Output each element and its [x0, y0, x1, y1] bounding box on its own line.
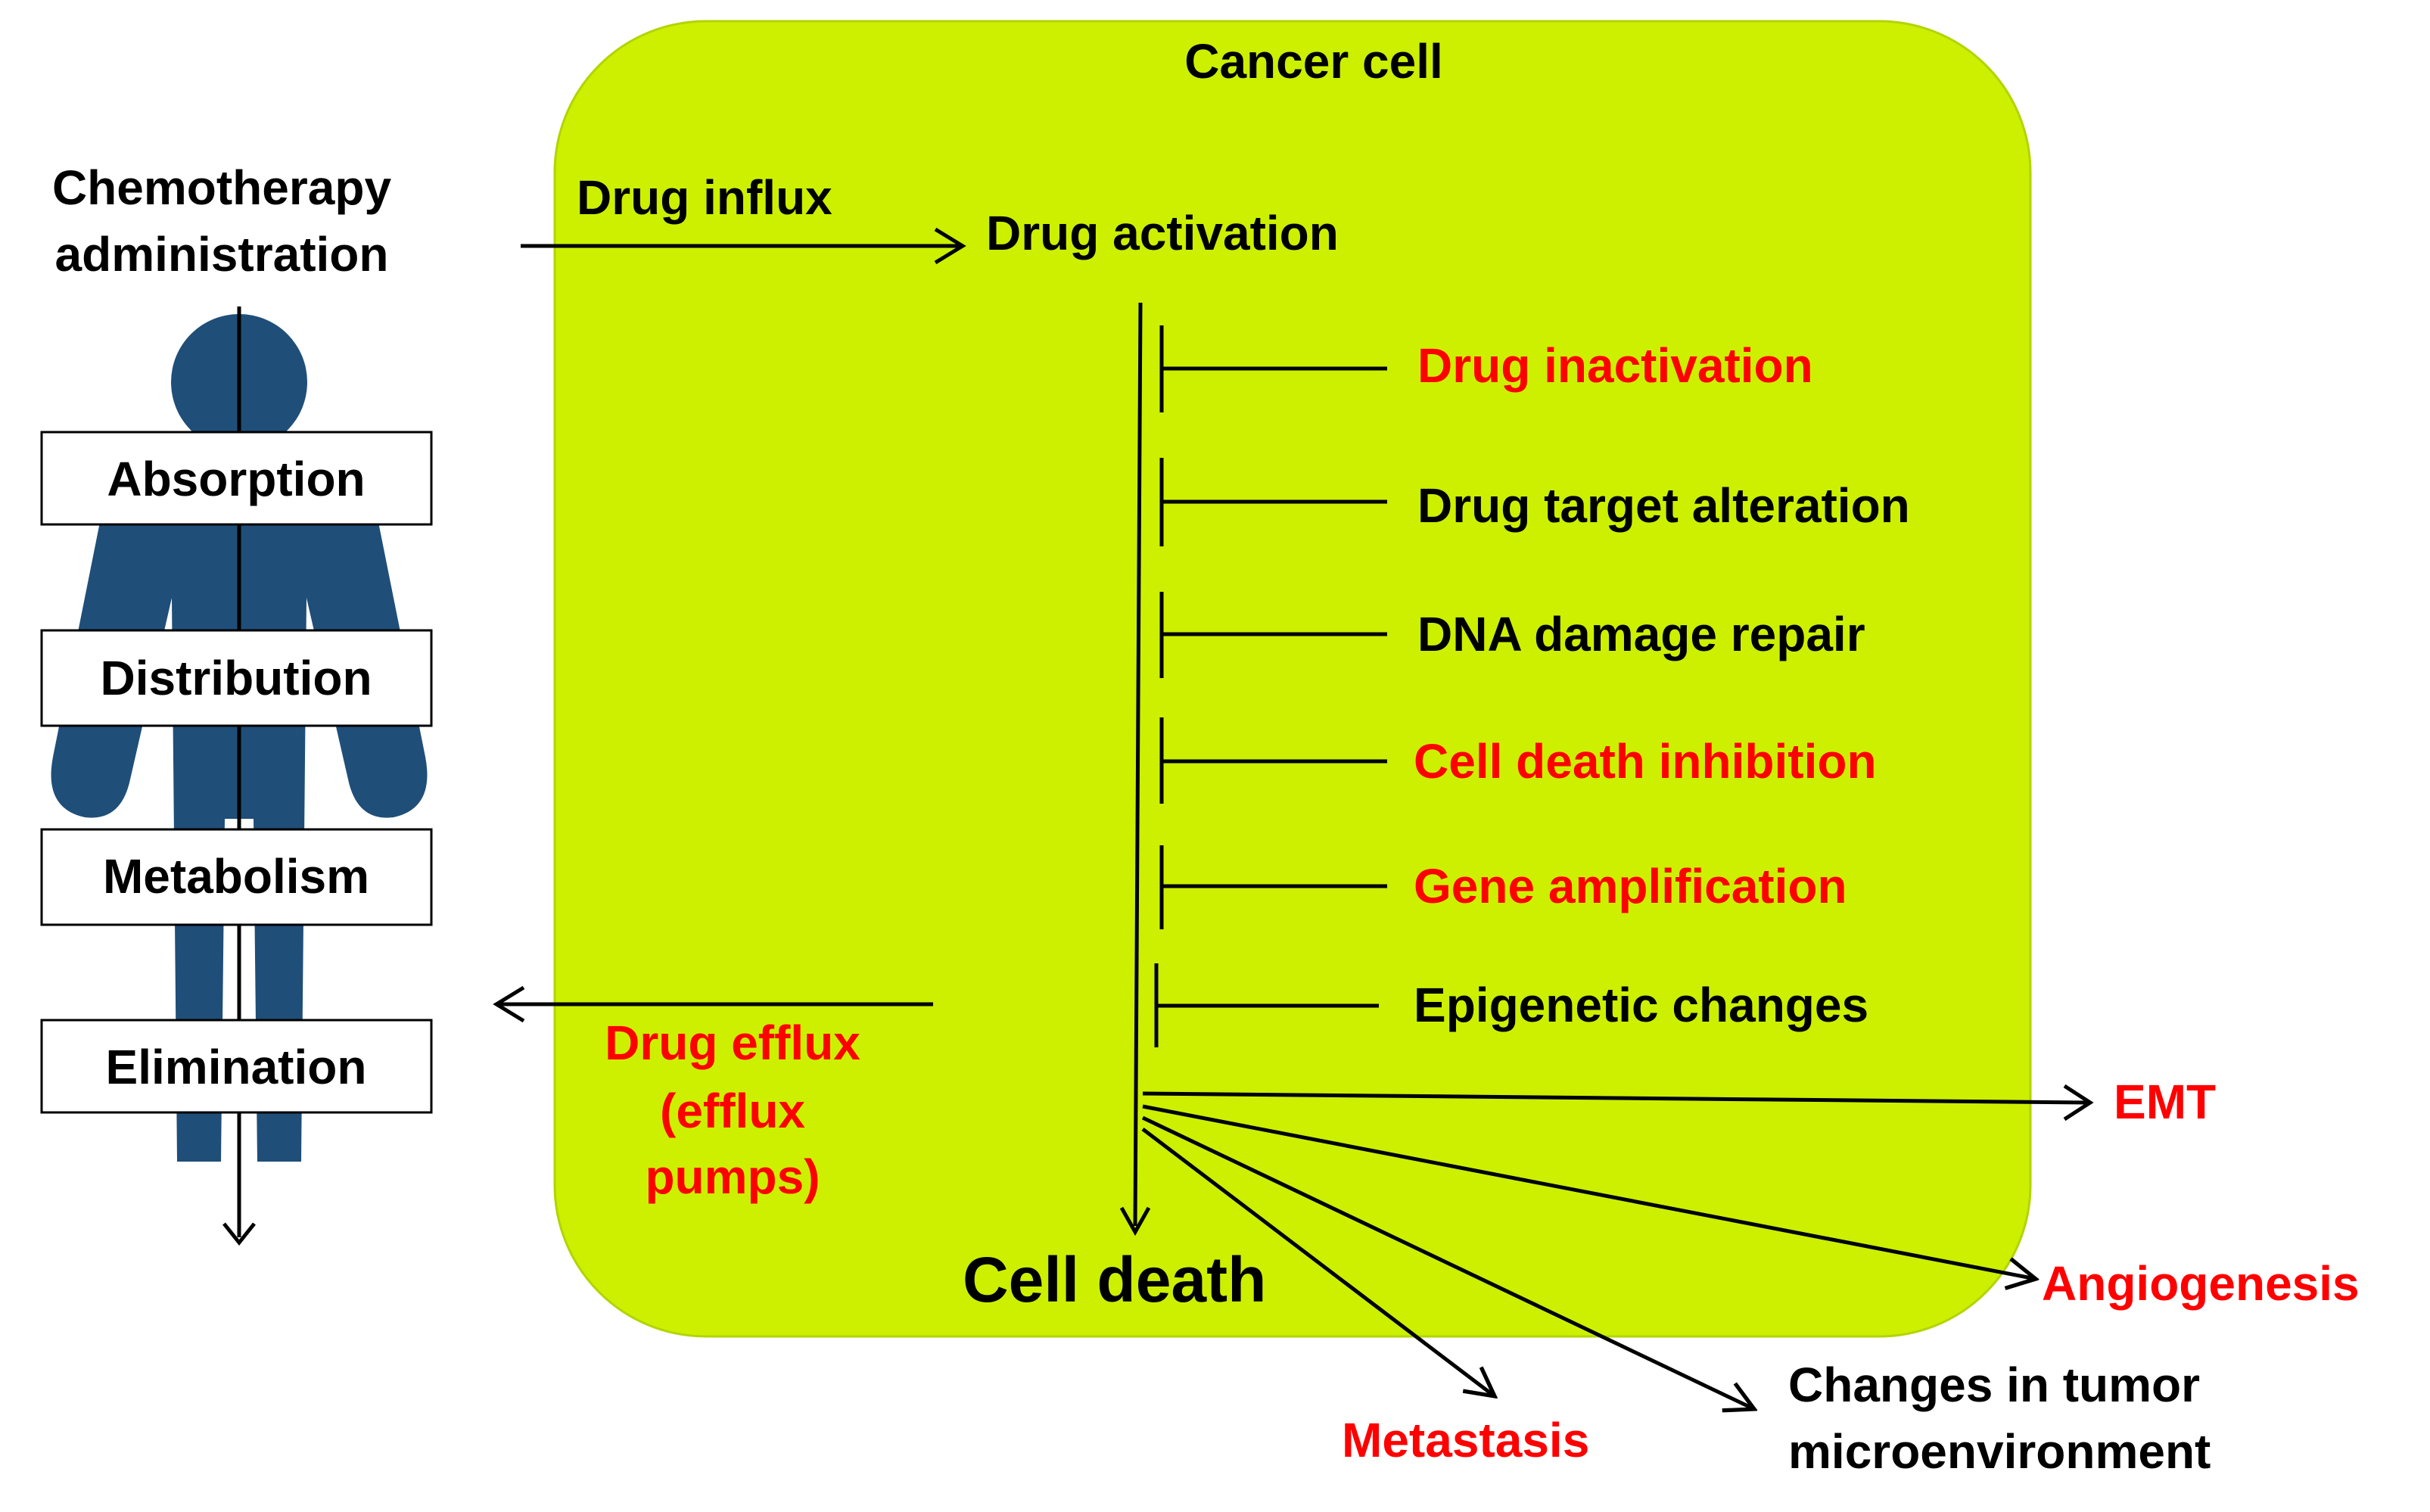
cancer-cell-title: Cancer cell — [1184, 34, 1443, 89]
mechanism-gene-amplification: Gene amplification — [1414, 859, 1847, 913]
inhibition-epigenetic-changes — [1154, 963, 1379, 1047]
cell-death-arrowhead — [1119, 1206, 1151, 1237]
stage-metabolism: Metabolism — [40, 828, 433, 926]
emt-arrowhead — [2063, 1084, 2094, 1122]
mechanism-epigenetic-changes: Epigenetic changes — [1414, 978, 1868, 1032]
drug-influx-label: Drug influx — [577, 170, 832, 225]
drug-activation-label: Drug activation — [986, 206, 1339, 260]
outcome-angiogenesis: Angiogenesis — [2042, 1256, 2360, 1311]
stage-absorption: Absorption — [40, 431, 433, 526]
drug-efflux-line1: Drug efflux — [605, 1016, 860, 1070]
cell-death-label: Cell death — [963, 1244, 1266, 1315]
stage-label: Metabolism — [103, 849, 369, 904]
mechanism-dna-damage-repair: DNA damage repair — [1417, 607, 1865, 661]
emt-arrow — [1142, 1091, 2089, 1105]
outcome-metastasis: Metastasis — [1342, 1413, 1589, 1467]
drug-efflux-line2: (efflux — [660, 1084, 805, 1138]
inhibition-dna-damage-repair — [1159, 592, 1387, 678]
drug-influx-arrowhead — [934, 227, 966, 265]
activation-to-death-line — [1133, 302, 1143, 1227]
stage-elimination: Elimination — [40, 1019, 433, 1114]
stage-label: Distribution — [100, 651, 372, 705]
chemotherapy-title-line1: Chemotherapy — [52, 160, 392, 215]
inhibition-cell-death-inhibition — [1159, 717, 1387, 804]
inhibition-drug-inactivation — [1159, 325, 1387, 412]
cancer-cell-body — [553, 20, 2032, 1338]
inhibition-gene-amplification — [1159, 845, 1387, 929]
outcome-emt: EMT — [2114, 1075, 2216, 1129]
angiogenesis-arrow — [1142, 1104, 2036, 1279]
drug-efflux-line3: pumps) — [645, 1150, 820, 1204]
outcome-tme-line2: microenvironment — [1788, 1424, 2211, 1479]
mechanism-drug-target-alteration: Drug target alteration — [1417, 478, 1910, 533]
stage-label: Elimination — [106, 1040, 367, 1094]
stage-label: Absorption — [107, 452, 365, 506]
outcome-tme-line1: Changes in tumor — [1788, 1358, 2200, 1412]
metastasis-arrow — [1141, 1128, 1495, 1396]
stage-distribution: Distribution — [40, 629, 433, 727]
inhibition-drug-target-alteration — [1159, 458, 1387, 546]
pk-axis-arrowhead — [222, 1222, 256, 1246]
mechanism-drug-inactivation: Drug inactivation — [1417, 338, 1813, 393]
drug-efflux-arrowhead — [493, 985, 525, 1023]
tme-arrow — [1141, 1115, 1754, 1409]
chemotherapy-title-line2: administration — [55, 227, 389, 282]
mechanism-cell-death-inhibition: Cell death inhibition — [1414, 734, 1877, 789]
